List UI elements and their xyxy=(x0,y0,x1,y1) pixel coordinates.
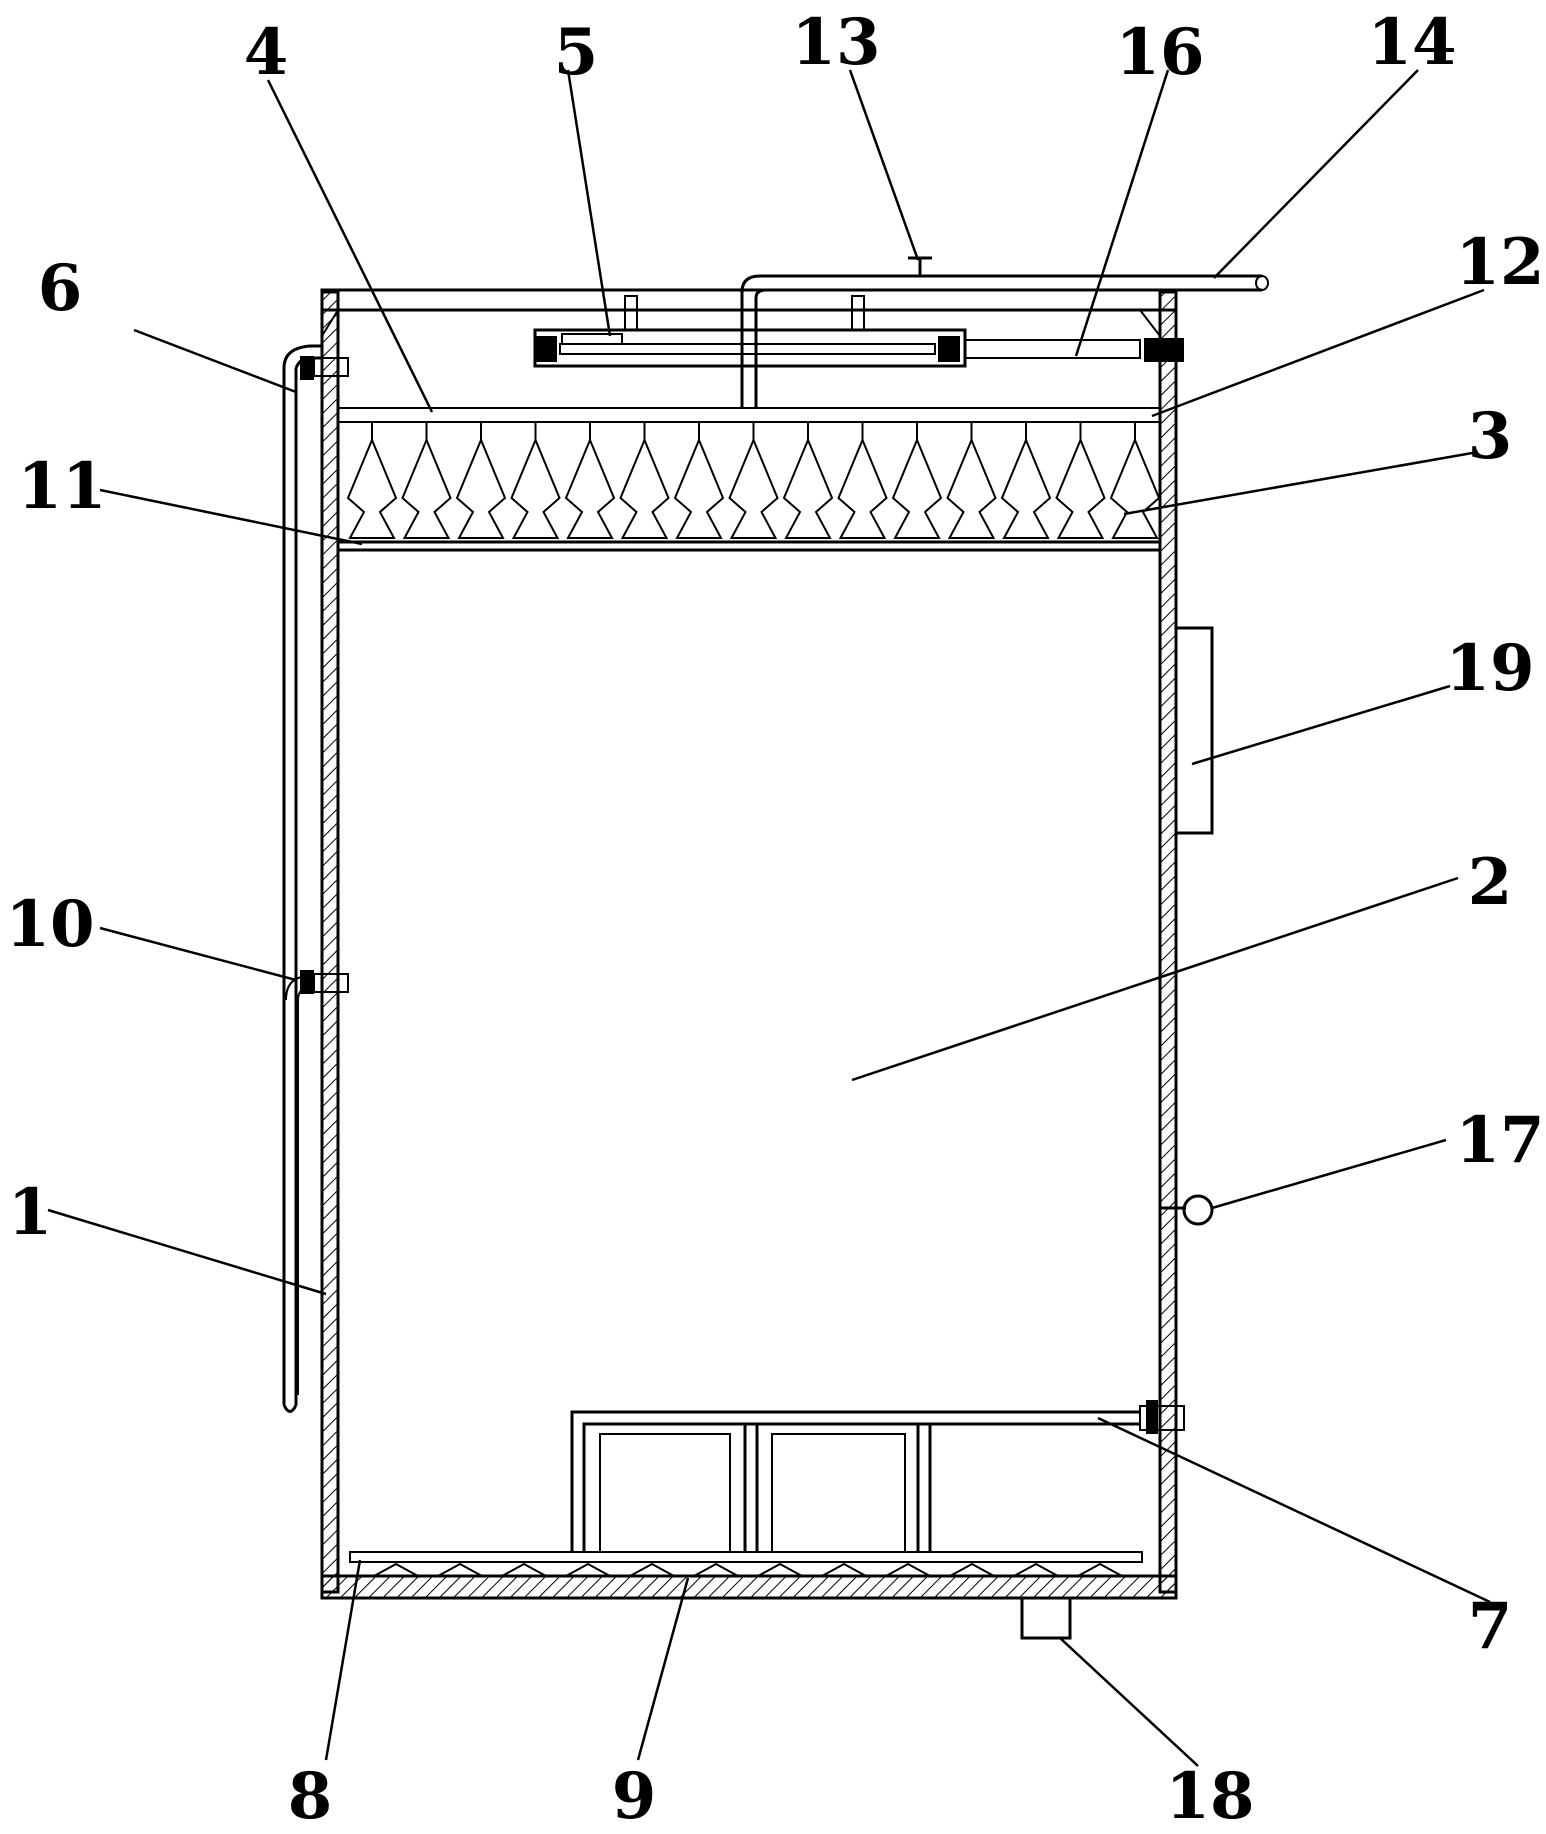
label-18: 18 xyxy=(1165,1759,1254,1834)
spray-nozzle xyxy=(619,422,670,539)
spray-nozzle xyxy=(346,422,398,539)
aeration-frame xyxy=(570,1400,1185,1552)
label-11: 11 xyxy=(17,449,106,524)
label-3: 3 xyxy=(1468,399,1513,474)
label-17: 17 xyxy=(1455,1103,1544,1178)
spray-nozzle xyxy=(891,422,943,539)
label-1: 1 xyxy=(8,1175,53,1250)
diffuser xyxy=(501,1562,547,1577)
feed-pipe xyxy=(740,256,1269,408)
label-19: 19 xyxy=(1445,631,1534,706)
spray-nozzle xyxy=(728,422,779,539)
label-5: 5 xyxy=(554,15,599,90)
tank-body xyxy=(320,288,1178,1600)
top-drive-assembly xyxy=(321,295,1184,368)
spray-nozzle xyxy=(837,422,888,539)
label-16: 16 xyxy=(1115,15,1204,90)
spray-nozzle xyxy=(401,422,452,539)
diffuser xyxy=(373,1562,419,1577)
label-2: 2 xyxy=(1468,845,1513,920)
label-12: 12 xyxy=(1455,225,1544,300)
diffuser xyxy=(949,1562,995,1577)
label-4: 4 xyxy=(244,15,289,90)
spray-nozzle xyxy=(1000,422,1052,539)
nozzles xyxy=(346,422,1161,539)
spray-nozzle xyxy=(782,422,834,539)
spray-nozzle xyxy=(564,422,616,539)
diffuser xyxy=(693,1562,739,1577)
spray-nozzle xyxy=(510,422,561,539)
drain-outlet xyxy=(1020,1596,1072,1640)
spray-nozzle xyxy=(673,422,725,539)
spray-nozzle xyxy=(946,422,997,539)
diffuser xyxy=(629,1562,675,1577)
label-6: 6 xyxy=(38,251,83,326)
spray-nozzle xyxy=(455,422,507,539)
diffuser xyxy=(821,1562,867,1577)
label-10: 10 xyxy=(5,887,94,962)
diffuser xyxy=(437,1562,483,1577)
diffuser xyxy=(885,1562,931,1577)
label-8: 8 xyxy=(288,1759,333,1834)
bottom-plate xyxy=(349,1551,1143,1577)
gauge xyxy=(1160,1194,1214,1226)
side-window xyxy=(1174,626,1214,835)
label-13: 13 xyxy=(791,5,880,80)
diffuser xyxy=(565,1562,611,1577)
diffuser xyxy=(1077,1562,1123,1577)
part-labels: 1 2 3 4 5 6 7 8 9 10 11 12 13 14 16 17 1… xyxy=(5,5,1544,1834)
leader-lines xyxy=(47,69,1491,1767)
label-9: 9 xyxy=(612,1759,657,1834)
spray-assembly xyxy=(337,407,1161,552)
spray-nozzle xyxy=(1109,422,1161,539)
left-external-pipe xyxy=(282,344,349,1413)
spray-nozzle xyxy=(1055,422,1106,539)
diffusers xyxy=(373,1562,1123,1577)
diffuser xyxy=(1013,1562,1059,1577)
diffuser xyxy=(757,1562,803,1577)
label-14: 14 xyxy=(1367,5,1456,80)
label-7: 7 xyxy=(1468,1589,1513,1664)
